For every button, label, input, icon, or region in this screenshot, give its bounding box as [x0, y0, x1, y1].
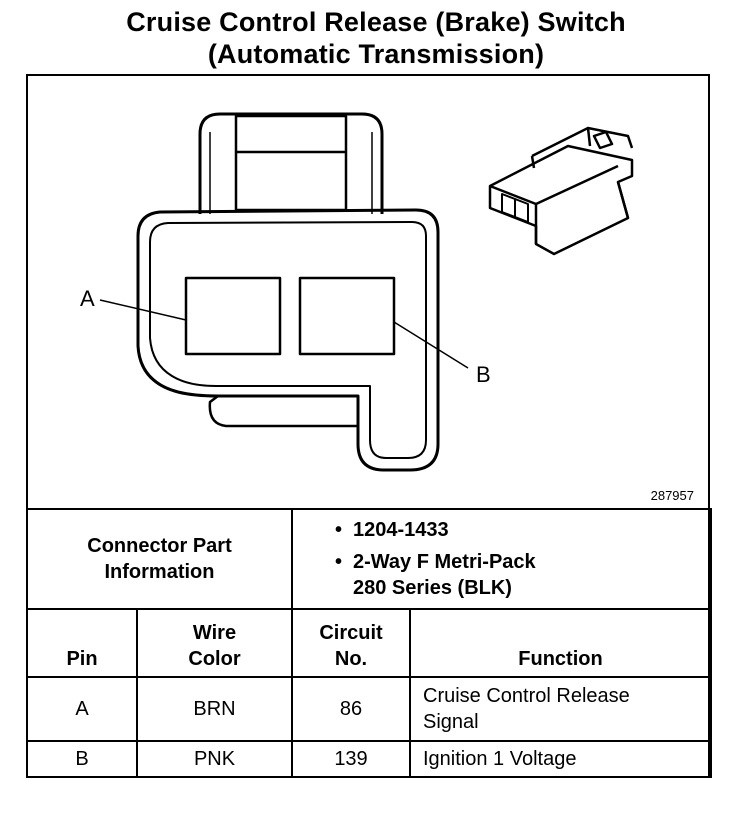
diagram-title-line2: (Automatic Transmission): [207, 39, 545, 69]
header-wire-color-line1: Wire: [192, 622, 237, 644]
pin-label-a: A: [80, 286, 95, 311]
header-circuit-line1: Circuit: [319, 622, 383, 644]
connector-drawing: A B: [80, 112, 634, 472]
header-pin: Pin: [26, 608, 138, 678]
connector-part-number: 1204-1433: [353, 519, 449, 541]
row-b-function: Ignition 1 Voltage: [409, 740, 712, 778]
leader-line-a: [99, 299, 187, 321]
header-wire-color-line2: Color: [188, 648, 241, 670]
latch-window: [234, 114, 348, 212]
connector-part-details: • 1204-1433 • 2-Way F Metri-Pack 280 Serie…: [291, 508, 712, 610]
bullet-icon: •: [335, 519, 343, 541]
row-a-circuit: 86: [291, 676, 411, 742]
connector-info-table: Connector Part Information • 1204-1433 • 2…: [26, 508, 712, 778]
table-row: A BRN 86 Cruise Control Release Signal: [26, 676, 712, 742]
connector-description-line2: 280 Series (BLK): [353, 577, 512, 599]
connector-part-label-line1: Connector Part: [87, 535, 232, 557]
header-circuit: Circuit No.: [291, 608, 411, 678]
connector-latch: [198, 112, 384, 214]
leader-line-b: [393, 321, 469, 369]
diagram-title-line1: Cruise Control Release (Brake) Switch: [126, 7, 626, 37]
connector-face-view: [136, 112, 440, 472]
figure-number: 287957: [650, 488, 694, 503]
row-a-function: Cruise Control Release Signal: [409, 676, 712, 742]
row-b-wire-color: PNK: [136, 740, 293, 778]
bullet-icon: •: [335, 551, 343, 573]
connector-part-label: Connector Part Information: [26, 508, 293, 610]
row-a-function-line2: Signal: [423, 711, 479, 733]
cavity-b: [298, 276, 396, 356]
row-a-pin: A: [26, 676, 138, 742]
header-function: Function: [409, 608, 712, 678]
connector-lower-step: [208, 395, 358, 428]
pin-label-b: B: [476, 362, 491, 387]
connector-part-label-line2: Information: [104, 561, 215, 583]
row-a-wire-color: BRN: [136, 676, 293, 742]
table-header-row: Pin Wire Color Circuit No. Function: [26, 608, 712, 678]
row-b-circuit: 139: [291, 740, 411, 778]
connector-part-row: Connector Part Information • 1204-1433 • 2…: [26, 508, 712, 610]
table-row: B PNK 139 Ignition 1 Voltage: [26, 740, 712, 778]
row-b-pin: B: [26, 740, 138, 778]
connector-description-line1: 2-Way F Metri-Pack: [353, 551, 536, 573]
cavity-a: [184, 276, 282, 356]
connector-housing-inner: [149, 221, 427, 459]
header-wire-color: Wire Color: [136, 608, 293, 678]
row-a-function-line1: Cruise Control Release: [423, 685, 630, 707]
connector-housing-outer: [136, 208, 440, 472]
header-circuit-line2: No.: [334, 648, 368, 670]
connector-frame: A B 287957 Connector Part I: [26, 74, 712, 778]
connector-isometric-view: [488, 126, 634, 256]
